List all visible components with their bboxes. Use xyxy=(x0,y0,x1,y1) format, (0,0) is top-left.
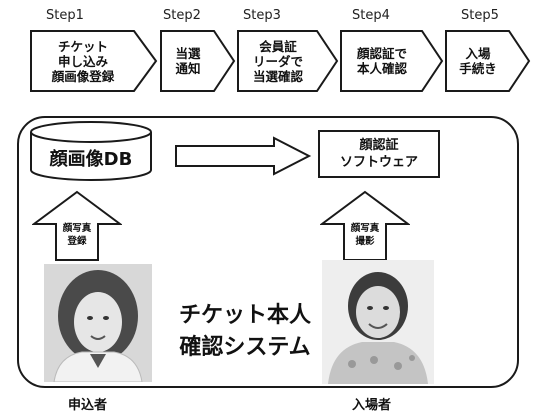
step1-line2: 申し込み xyxy=(57,53,108,69)
step2-label: Step2 xyxy=(163,8,201,23)
step3-chevron-shape xyxy=(237,30,339,92)
applicant-photo xyxy=(44,264,152,382)
left-up-arrow-icon xyxy=(32,190,122,261)
right-arrow-line2: 撮影 xyxy=(355,236,375,247)
face-auth-software-box: 顔認証 ソフトウェア xyxy=(318,130,440,178)
step3-label: Step3 xyxy=(243,8,281,23)
step5-line2: 手続き xyxy=(459,61,497,76)
step4-chevron: 顔認証で 本人確認 xyxy=(340,30,444,92)
right-arrow-line1: 顔写真 xyxy=(350,223,380,234)
step3-line2: リーダで xyxy=(252,53,303,69)
visitor-label: 入場者 xyxy=(352,398,392,413)
software-line2: ソフトウェア xyxy=(339,155,418,170)
step1-chevron-shape xyxy=(30,30,158,92)
database-cylinder xyxy=(30,121,152,181)
system-title-line1: チケット本人 xyxy=(178,303,311,328)
step2-chevron: 当選 通知 xyxy=(160,30,236,92)
left-arrow-text: 顔写真 登録 xyxy=(55,222,99,248)
left-arrow-line1: 顔写真 xyxy=(62,223,92,234)
step4-chevron-shape xyxy=(340,30,444,92)
step5-chevron-shape xyxy=(445,30,531,92)
step4-line2: 本人確認 xyxy=(356,61,407,76)
left-arrow-line2: 登録 xyxy=(67,236,87,247)
visitor-photo xyxy=(322,260,434,384)
step1-chevron: チケット 申し込み 顔画像登録 xyxy=(30,30,158,92)
step2-line2: 通知 xyxy=(175,61,201,76)
right-arrow-text: 顔写真 撮影 xyxy=(343,222,387,248)
step5-chevron: 入場 手続き xyxy=(445,30,531,92)
step1-line3: 顔画像登録 xyxy=(51,68,115,84)
step3-line3: 当選確認 xyxy=(252,68,303,84)
system-title-line2: 確認システム xyxy=(179,335,311,360)
step1-label: Step1 xyxy=(46,8,84,23)
step2-line1: 当選 xyxy=(175,46,201,61)
step3-chevron: 会員証 リーダで 当選確認 xyxy=(237,30,339,92)
step5-line1: 入場 xyxy=(465,46,491,61)
step1-line1: チケット xyxy=(57,38,108,54)
system-title: チケット本人 確認システム xyxy=(160,300,330,364)
db-label: 顔画像DB xyxy=(49,149,133,170)
applicant-label: 申込者 xyxy=(68,398,108,413)
step3-line1: 会員証 xyxy=(259,38,297,54)
right-arrow-icon xyxy=(175,136,312,176)
step4-label: Step4 xyxy=(352,8,390,23)
step2-chevron-shape xyxy=(160,30,236,92)
system-frame xyxy=(17,116,519,388)
step5-label: Step5 xyxy=(461,8,499,23)
software-line1: 顔認証 xyxy=(359,138,399,153)
step4-line1: 顔認証で xyxy=(356,46,407,61)
